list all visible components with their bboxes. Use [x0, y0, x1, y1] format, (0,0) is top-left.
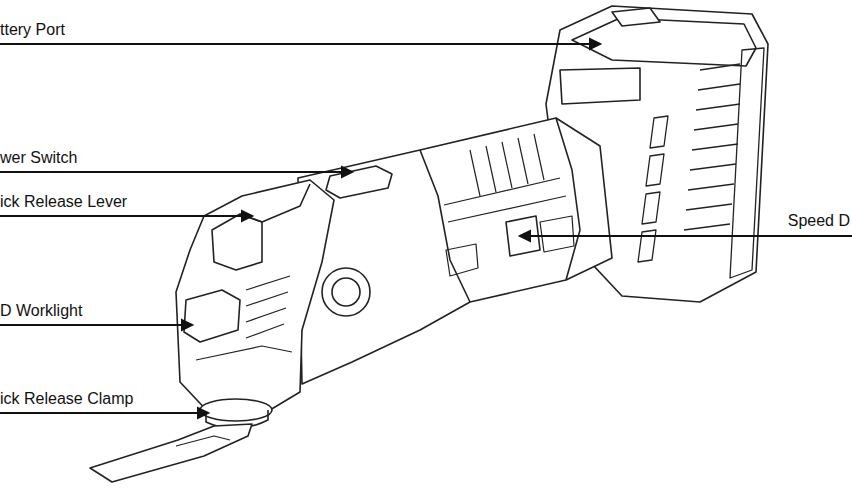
part-label: D Worklight: [0, 302, 82, 320]
part-label: wer Switch: [0, 149, 77, 167]
part-label: ttery Port: [0, 21, 65, 39]
part-label: ick Release Clamp: [0, 390, 133, 408]
part-label: Speed D: [788, 212, 850, 230]
part-label: ick Release Lever: [0, 193, 127, 211]
